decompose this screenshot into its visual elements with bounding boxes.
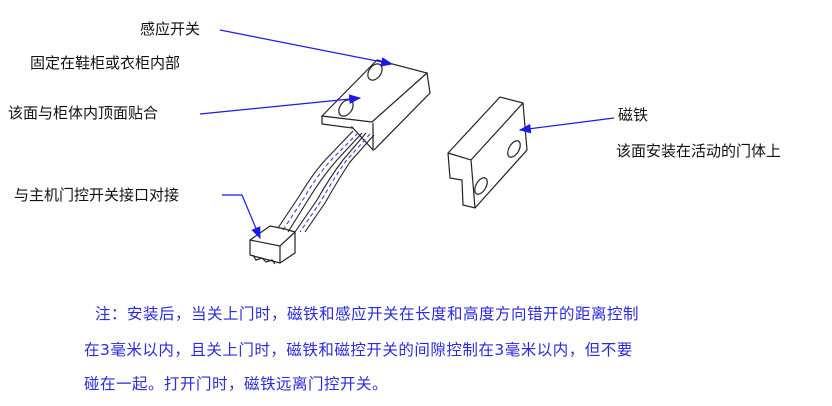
note-line-1: 注：安装后，当关上门时，磁铁和感应开关在长度和高度方向错开的距离控制 (95, 305, 640, 323)
label-sensor-switch: 感应开关 (140, 20, 201, 38)
note-line-3: 碰在一起。打开门时，磁铁远离门控开关。 (84, 375, 389, 393)
connector-drawing (249, 225, 296, 265)
magnet-drawing (447, 96, 528, 209)
label-sensor-face: 该面与柜体内顶面贴合 (8, 104, 159, 122)
label-sensor-mount: 固定在鞋柜或衣柜内部 (30, 54, 181, 72)
cable-drawing (277, 130, 375, 233)
label-magnet-face: 该面安装在活动的门体上 (616, 142, 782, 160)
label-connector: 与主机门控开关接口对接 (14, 186, 180, 204)
sensor-switch-drawing (320, 59, 431, 152)
leader-arrows (199, 29, 615, 240)
label-magnet: 磁铁 (618, 106, 649, 124)
note-line-2: 在3毫米以内，且关上门时，磁铁和磁控开关的间隙控制在3毫米以内，但不要 (84, 341, 633, 359)
